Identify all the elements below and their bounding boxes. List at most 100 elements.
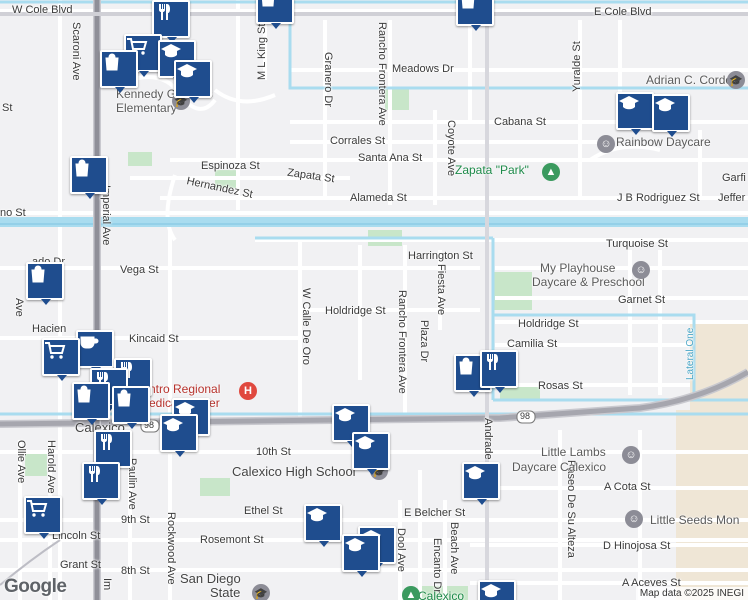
school-pin-4[interactable] [160, 414, 198, 457]
street-garfi: Garfi [722, 172, 746, 184]
street-no-st: no St [0, 207, 26, 219]
shopping-pin-2[interactable] [100, 50, 138, 93]
place-my-playhouse-line1: My Playhouse [540, 261, 616, 275]
place-san-diego-state-line2: State [210, 585, 241, 600]
street-scaroni-ave: Scaroni Ave [70, 22, 82, 81]
street-turquoise-st: Turquoise St [606, 238, 668, 250]
food-pin-6[interactable] [480, 350, 518, 393]
school-marker-adrian[interactable]: 🎓 [727, 71, 745, 89]
street-a-aceves-st: A Aceves St [622, 577, 681, 589]
place-regional-medical-line1: ntro Regional [149, 382, 221, 396]
place-little-lambs-line1: Little Lambs [541, 445, 606, 459]
street-holdridge-st-east: Holdridge St [518, 318, 579, 330]
street-jb-rodriguez-st: J B Rodriguez St [617, 192, 700, 204]
street-meadows-dr: Meadows Dr [392, 63, 454, 75]
street-vega-st: Vega St [120, 264, 159, 276]
street-e-belcher-st: E Belcher St [404, 507, 466, 519]
place-my-playhouse-line2: Daycare & Preschool [532, 275, 645, 289]
street-beach-ave: Beach Ave [448, 522, 460, 575]
park-marker-zapata[interactable]: ▲ [542, 163, 560, 181]
street-rosemont-st: Rosemont St [200, 534, 264, 546]
place-rainbow-daycare: Rainbow Daycare [616, 135, 711, 149]
street-encanto-dr: Encanto Dr [431, 538, 443, 594]
lateral-one-canal-label: Lateral One [685, 327, 696, 380]
street-9th-st: 9th St [121, 514, 150, 526]
street-paseo-de-su-alteza: Paseo De Su Alteza [565, 460, 577, 558]
street-ethel-st: Ethel St [244, 505, 283, 517]
daycare-marker-rainbow[interactable]: ☺ [597, 135, 615, 153]
shopping-pin-top-right[interactable] [456, 0, 494, 31]
street-jeffer: Jeffer [718, 192, 746, 204]
daycare-marker-playhouse[interactable]: ☺ [632, 261, 650, 279]
school-pin-2[interactable] [174, 60, 212, 103]
place-calexico-high-school: Calexico High School [232, 464, 356, 479]
street-camilia-st: Camilia St [507, 338, 558, 350]
street-espinoza-st: Espinoza St [201, 160, 260, 172]
food-pin-5[interactable] [82, 462, 120, 505]
street-im: Im [101, 578, 113, 591]
school-marker-sdsu[interactable]: 🎓 [252, 584, 270, 600]
park-marker-calexico[interactable]: ▲ [402, 586, 420, 600]
shopping-pin-6[interactable] [112, 386, 150, 429]
daycare-marker-little-lambs[interactable]: ☺ [622, 446, 640, 464]
street-ave-left: Ave [13, 298, 25, 317]
street-hacien: Hacien [32, 323, 67, 335]
food-pin-1[interactable] [152, 0, 190, 43]
cart-pin-2[interactable] [42, 338, 80, 381]
street-rancho-frontera-ave-north: Rancho Frontera Ave [376, 22, 388, 126]
hospital-marker[interactable]: H [239, 382, 257, 400]
cart-pin-3[interactable] [24, 496, 62, 539]
shopping-pin-4[interactable] [26, 262, 64, 305]
map-attribution[interactable]: Map data ©2025 INEGI [635, 587, 748, 600]
street-dool-ave: Dool Ave [395, 528, 407, 572]
street-st-left: St [2, 102, 13, 114]
school-pin-7[interactable] [462, 462, 500, 505]
shopping-pin-top[interactable] [256, 0, 294, 29]
street-w-calle-de-oro: W Calle De Oro [300, 288, 312, 366]
route-98-shield-left: 98 [144, 420, 155, 430]
street-harold-ave: Harold Ave [45, 440, 57, 494]
street-cabana-st: Cabana St [494, 116, 546, 128]
street-a-cota-st: A Cota St [604, 481, 651, 493]
street-w-cole-blvd: W Cole Blvd [12, 4, 73, 16]
street-yuralde-st: Yuralde St [571, 41, 583, 92]
street-lincoln-st: Lincoln St [52, 530, 101, 542]
street-e-cole-blvd: E Cole Blvd [594, 6, 652, 18]
street-imperial-ave: Imperial Ave [100, 185, 112, 246]
street-harrington-st: Harrington St [408, 250, 473, 262]
food-pin-4[interactable] [94, 430, 132, 473]
school-pin-adrian-1[interactable] [616, 92, 654, 135]
place-adrian-cordova: Adrian C. Cordov [646, 73, 739, 87]
cafe-pin[interactable] [76, 330, 114, 373]
street-holdridge-st-west: Holdridge St [325, 305, 386, 317]
place-little-seeds: Little Seeds Mon [650, 513, 740, 527]
daycare-marker-little-seeds[interactable]: ☺ [625, 510, 643, 528]
street-rockwood-ave: Rockwood Ave [165, 512, 177, 585]
street-plaza-dr: Plaza Dr [418, 320, 430, 363]
school-pin-11[interactable] [478, 580, 516, 600]
street-garnet-st: Garnet St [618, 294, 666, 306]
street-fiesta-ave: Fiesta Ave [435, 264, 447, 316]
street-d-hinojosa-st: D Hinojosa St [603, 540, 671, 552]
street-10th-st: 10th St [256, 446, 291, 458]
street-ollie-ave: Ollie Ave [15, 440, 27, 484]
shopping-pin-5[interactable] [72, 382, 110, 425]
place-little-lambs-line2: Daycare Calexico [512, 460, 607, 474]
street-grant-st: Grant St [60, 559, 101, 571]
place-zapata-park: Zapata "Park" [455, 163, 529, 177]
place-san-diego-state-line1: San Diego [180, 571, 241, 586]
place-kennedy-gardens-line2: Elementary [116, 101, 177, 115]
street-rancho-frontera-ave-south: Rancho Frontera Ave [396, 290, 408, 394]
school-pin-adrian-2[interactable] [652, 94, 690, 137]
school-pin-6[interactable] [352, 432, 390, 475]
street-corrales-st: Corrales St [330, 135, 386, 147]
shopping-pin-3[interactable] [70, 156, 108, 199]
school-pin-8[interactable] [304, 504, 342, 547]
place-calexico-bottom: Calexico [418, 589, 465, 600]
school-pin-10[interactable] [342, 534, 380, 577]
street-andrade: Andrade [482, 418, 494, 460]
street-santa-ana-st: Santa Ana St [358, 152, 423, 164]
google-logo: Google [4, 576, 67, 597]
street-m-l-king-st: M L King St [256, 23, 268, 80]
